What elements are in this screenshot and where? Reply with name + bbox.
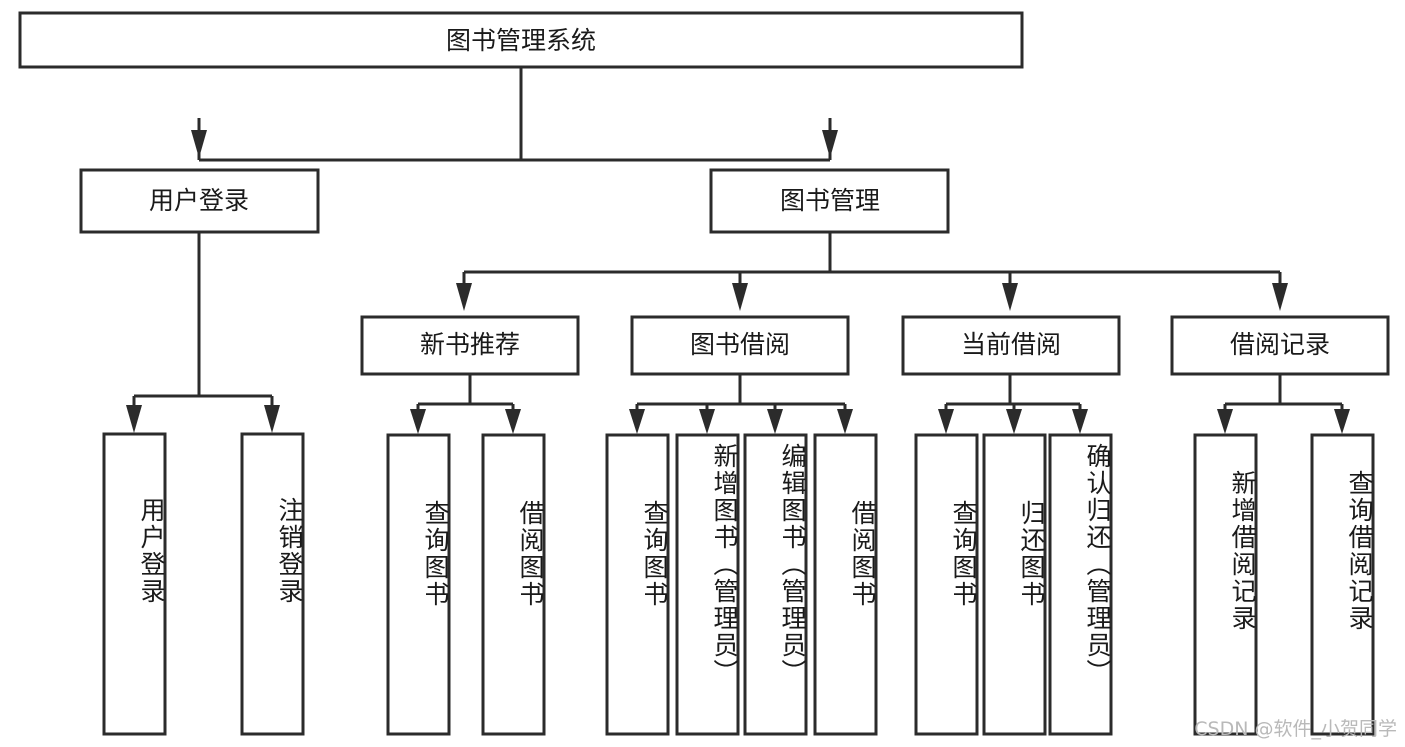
node-new-book-recommend[interactable]: 新书推荐	[360, 315, 580, 376]
arrow-head-icon	[1072, 409, 1088, 434]
arrow-head-icon	[938, 409, 954, 434]
arrow-head-icon	[505, 409, 521, 434]
node-borrow-record-label: 借阅记录	[1230, 330, 1330, 359]
leaf-box-return-book[interactable]	[982, 433, 1047, 736]
arrow-head-icon	[822, 130, 838, 158]
node-borrow-record[interactable]: 借阅记录	[1170, 315, 1390, 376]
leaf-box-add-borrow-record[interactable]	[1193, 433, 1258, 736]
leaf-box-confirm-return-admin[interactable]	[1048, 433, 1113, 736]
connector-newbook-to-leaves	[410, 374, 521, 434]
node-user-login[interactable]: 用户登录	[79, 168, 320, 234]
leaf-boxes	[102, 432, 1375, 736]
node-book-borrow[interactable]: 图书借阅	[630, 315, 850, 376]
node-book-borrow-box[interactable]	[630, 315, 850, 376]
node-book-management[interactable]: 图书管理	[709, 168, 950, 234]
connector-root-to-level2	[191, 67, 838, 162]
arrow-head-icon	[1334, 409, 1350, 434]
arrow-head-icon	[456, 283, 472, 311]
csdn-watermark: CSDN @软件_小贺同学	[1194, 718, 1397, 740]
node-book-management-box[interactable]	[709, 168, 950, 234]
leaf-box-query-borrow-record[interactable]	[1310, 433, 1375, 736]
leaf-box-add-book-admin[interactable]	[675, 433, 740, 736]
leaf-box-borrow-book[interactable]	[813, 433, 878, 736]
arrow-head-icon	[732, 283, 748, 311]
arrow-head-icon	[1002, 283, 1018, 311]
arrow-head-icon	[1006, 409, 1022, 434]
connector-userlogin-to-leaves	[126, 232, 280, 433]
connector-bookmgmt-to-level3	[456, 232, 1288, 311]
arrow-head-icon	[410, 409, 426, 434]
node-new-book-recommend-label: 新书推荐	[420, 330, 520, 359]
node-book-borrow-label: 图书借阅	[690, 330, 790, 359]
node-new-book-recommend-box[interactable]	[360, 315, 580, 376]
node-current-borrow[interactable]: 当前借阅	[901, 315, 1121, 376]
arrow-head-icon	[699, 409, 715, 434]
arrow-head-icon	[126, 405, 142, 433]
leaf-box-query-book-current[interactable]	[914, 433, 979, 736]
node-current-borrow-label: 当前借阅	[961, 330, 1061, 359]
node-borrow-record-box[interactable]	[1170, 315, 1390, 376]
leaf-box-query-book-newrec[interactable]	[386, 433, 451, 736]
leaf-box-logout[interactable]	[240, 432, 305, 736]
arrow-head-icon	[1217, 409, 1233, 434]
node-root[interactable]: 图书管理系统	[18, 11, 1024, 69]
arrow-head-icon	[1272, 283, 1288, 311]
arrow-head-icon	[191, 130, 207, 158]
connector-borrowbook-to-leaves	[629, 374, 853, 434]
node-root-box[interactable]	[18, 11, 1024, 69]
leaf-box-edit-book-admin[interactable]	[743, 433, 808, 736]
arrow-head-icon	[767, 409, 783, 434]
connector-borrowrecord-to-leaves	[1217, 374, 1350, 434]
node-user-login-box[interactable]	[79, 168, 320, 234]
connector-currentborrow-to-leaves	[938, 374, 1088, 434]
node-user-login-label: 用户登录	[149, 186, 249, 215]
leaf-box-user-login[interactable]	[102, 432, 167, 736]
node-root-label: 图书管理系统	[446, 26, 596, 55]
arrow-head-icon	[264, 405, 280, 433]
arrow-head-icon	[629, 409, 645, 434]
node-current-borrow-box[interactable]	[901, 315, 1121, 376]
node-book-management-label: 图书管理	[780, 186, 880, 215]
leaf-box-query-book-borrow[interactable]	[605, 433, 670, 736]
leaf-box-borrow-book-newrec[interactable]	[481, 433, 546, 736]
arrow-head-icon	[837, 409, 853, 434]
